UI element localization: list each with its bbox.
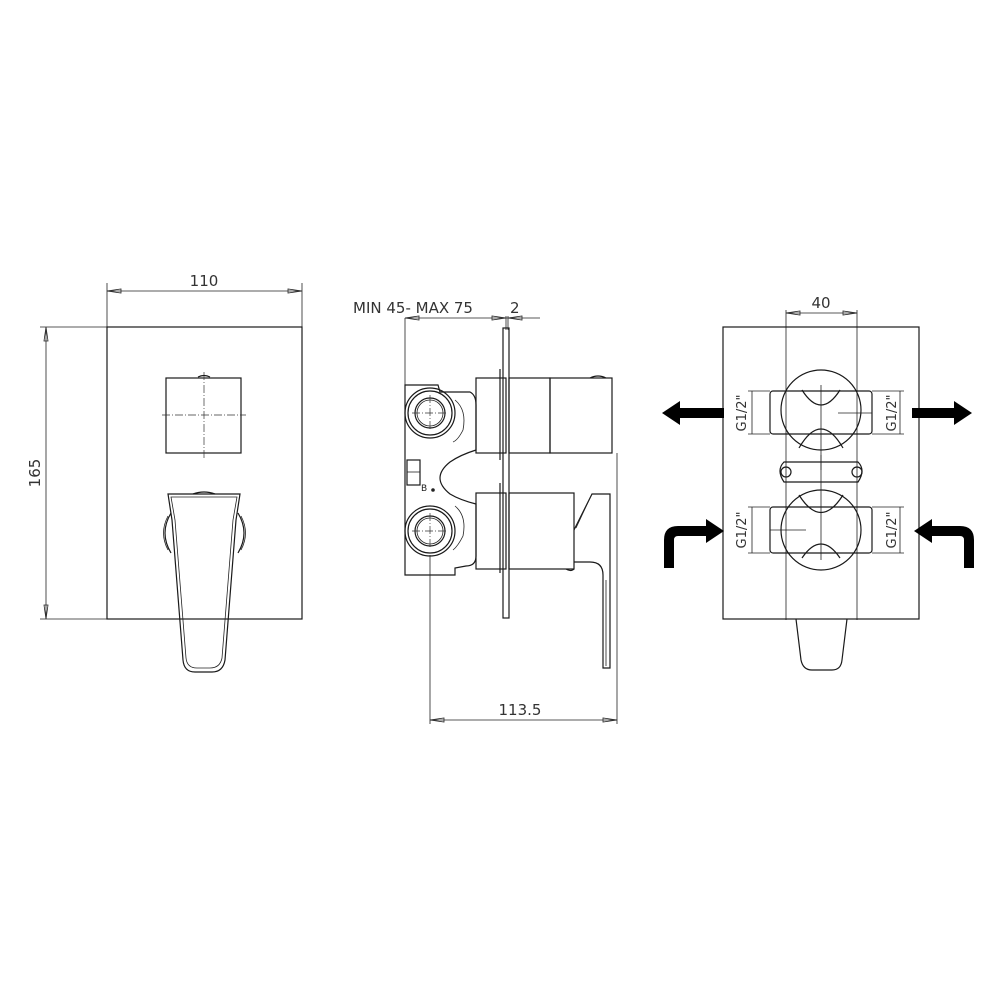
side-view: MIN 45- MAX 75 2 xyxy=(353,299,618,724)
lower-inlet-fitting xyxy=(769,489,873,571)
thread-label-upper-left: G1/2" xyxy=(735,395,750,432)
depth-range-label: MIN 45- MAX 75 xyxy=(353,299,473,317)
valve-body: B xyxy=(404,384,477,576)
front-lever-handle xyxy=(163,491,246,673)
side-lever-handle xyxy=(573,493,611,669)
upper-outlet-fitting xyxy=(769,369,873,470)
front-width-dimension: 110 xyxy=(106,272,303,327)
side-total-depth-dimension: 113.5 xyxy=(429,453,618,724)
rear-view: 40 xyxy=(662,294,974,671)
rear-cover-plate xyxy=(722,326,920,620)
side-diverter-knob xyxy=(549,377,613,454)
thread-label-lower-right: G1/2" xyxy=(885,512,900,549)
front-width-label: 110 xyxy=(190,272,219,290)
total-depth-label: 113.5 xyxy=(499,701,542,719)
lower-cartridge xyxy=(475,492,507,570)
front-height-label: 165 xyxy=(26,459,44,488)
inlet-left-arrow-icon xyxy=(664,519,724,568)
thread-label-lower-left: G1/2" xyxy=(735,512,750,549)
diverter-knob xyxy=(165,377,242,454)
inlet-right-arrow-icon xyxy=(914,519,974,568)
outlet-right-arrow-icon xyxy=(912,401,972,425)
side-depth-dimension: MIN 45- MAX 75 2 xyxy=(353,299,540,560)
front-view: 110 165 xyxy=(26,272,303,673)
side-cover-plate xyxy=(502,327,510,619)
rear-spacing-dimension: 40 xyxy=(785,294,858,620)
plate-thickness-label: 2 xyxy=(510,299,520,317)
upper-cartridge xyxy=(475,377,507,454)
mounting-bracket xyxy=(779,455,863,490)
rear-lever-handle xyxy=(795,618,848,671)
body-marking: B xyxy=(421,484,427,494)
spacing-label: 40 xyxy=(811,294,830,312)
front-cover-plate xyxy=(106,326,303,620)
front-height-dimension: 165 xyxy=(26,326,107,620)
outlet-left-arrow-icon xyxy=(662,401,724,425)
thread-label-upper-right: G1/2" xyxy=(885,395,900,432)
